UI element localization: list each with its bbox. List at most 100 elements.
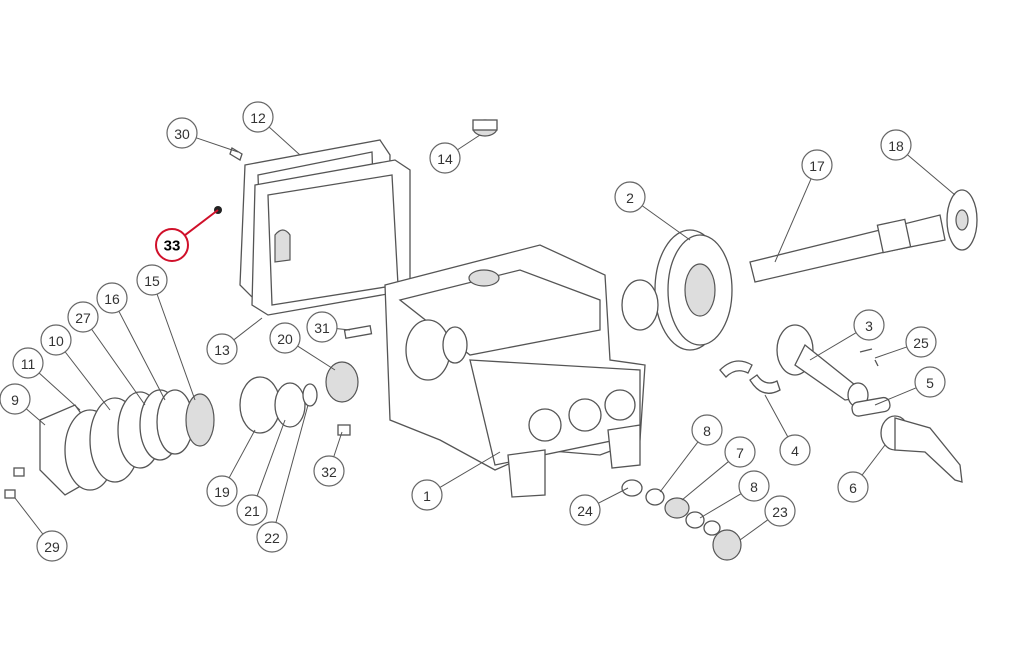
leader-line bbox=[874, 387, 917, 406]
callout-label: 24 bbox=[577, 503, 593, 519]
parts-drawing bbox=[4, 119, 978, 561]
callout-circle bbox=[206, 475, 238, 507]
callout-15: 15 bbox=[136, 264, 168, 296]
part-bearing-left bbox=[4, 147, 879, 499]
callout-circle bbox=[12, 347, 44, 379]
callout-label: 18 bbox=[888, 138, 904, 154]
callout-label: 7 bbox=[736, 445, 744, 461]
leader-line bbox=[641, 205, 691, 241]
callout-8: 8 bbox=[691, 414, 723, 446]
leader-line bbox=[297, 345, 336, 371]
leader-line bbox=[659, 441, 699, 493]
callout-9: 9 bbox=[0, 383, 31, 415]
callout-label: 31 bbox=[314, 320, 330, 336]
callout-31: 31 bbox=[306, 311, 338, 343]
callout-label: 25 bbox=[913, 335, 929, 351]
part-cap bbox=[472, 119, 498, 137]
callout-18: 18 bbox=[880, 129, 912, 161]
part-end-cover bbox=[39, 389, 215, 496]
callout-6: 6 bbox=[837, 471, 869, 503]
callout-circle bbox=[36, 530, 68, 562]
callout-1: 1 bbox=[411, 479, 443, 511]
callout-5: 5 bbox=[914, 366, 946, 398]
leader-line bbox=[156, 293, 196, 401]
callout-label: 4 bbox=[791, 443, 799, 459]
callout-circle bbox=[801, 149, 833, 181]
callout-20: 20 bbox=[269, 322, 301, 354]
callout-circle bbox=[269, 322, 301, 354]
leader-line bbox=[861, 444, 886, 476]
leader-line bbox=[439, 451, 501, 488]
callout-circle bbox=[411, 479, 443, 511]
part-shaft bbox=[749, 214, 946, 283]
callouts: 3012143317182151627101193113203255487823… bbox=[0, 101, 946, 562]
leader-line bbox=[91, 328, 146, 406]
leader-line bbox=[457, 134, 481, 151]
callout-circle bbox=[306, 311, 338, 343]
callout-label: 2 bbox=[626, 190, 634, 206]
callout-label: 21 bbox=[244, 503, 260, 519]
leader-line bbox=[598, 487, 629, 504]
callout-label: 10 bbox=[48, 333, 64, 349]
callout-label: 8 bbox=[750, 479, 758, 495]
callout-label: 1 bbox=[423, 488, 431, 504]
callout-label: 29 bbox=[44, 539, 60, 555]
callout-label: 12 bbox=[250, 110, 266, 126]
callout-label: 27 bbox=[75, 310, 91, 326]
part-pulley bbox=[621, 229, 733, 351]
callout-7: 7 bbox=[724, 436, 756, 468]
callout-circle bbox=[880, 129, 912, 161]
callout-label: 11 bbox=[21, 356, 36, 372]
callout-circle bbox=[242, 101, 274, 133]
callout-12: 12 bbox=[242, 101, 274, 133]
leader-line bbox=[809, 332, 857, 361]
leader-line bbox=[907, 154, 956, 196]
callout-32: 32 bbox=[313, 455, 345, 487]
callout-label: 23 bbox=[772, 504, 788, 520]
leader-line bbox=[764, 394, 789, 438]
part-conrod bbox=[776, 324, 869, 408]
callout-3: 3 bbox=[853, 309, 885, 341]
callout-27: 27 bbox=[67, 301, 99, 333]
callout-label: 17 bbox=[809, 158, 825, 174]
callout-circle bbox=[779, 434, 811, 466]
leader-line bbox=[699, 493, 742, 519]
leader-line bbox=[183, 209, 219, 237]
callout-label: 6 bbox=[849, 480, 857, 496]
callout-23: 23 bbox=[764, 495, 796, 527]
callout-circle bbox=[96, 282, 128, 314]
leader-line bbox=[874, 346, 907, 359]
leader-line bbox=[333, 431, 343, 457]
leader-line bbox=[233, 317, 263, 341]
callout-4: 4 bbox=[779, 434, 811, 466]
leader-line bbox=[268, 126, 301, 156]
callout-circle bbox=[914, 366, 946, 398]
callout-label: 33 bbox=[164, 238, 181, 255]
callout-30: 30 bbox=[166, 117, 198, 149]
callout-label: 30 bbox=[174, 126, 190, 142]
callout-circle bbox=[206, 333, 238, 365]
callout-24: 24 bbox=[569, 494, 601, 526]
callout-circle bbox=[136, 264, 168, 296]
callout-circle bbox=[691, 414, 723, 446]
callout-label: 16 bbox=[104, 291, 120, 307]
callout-circle bbox=[905, 326, 937, 358]
callout-circle bbox=[853, 309, 885, 341]
callout-label: 8 bbox=[703, 423, 711, 439]
callout-19: 19 bbox=[206, 475, 238, 507]
part-bearing-shells bbox=[719, 360, 781, 394]
part-plunger bbox=[880, 415, 963, 483]
leader-line bbox=[275, 404, 309, 523]
callout-16: 16 bbox=[96, 282, 128, 314]
callout-circle bbox=[764, 495, 796, 527]
callout-14: 14 bbox=[429, 142, 461, 174]
callout-circle bbox=[738, 470, 770, 502]
callout-circle bbox=[166, 117, 198, 149]
leader-line bbox=[681, 461, 729, 501]
callout-33: 33 bbox=[155, 228, 189, 262]
leader-line bbox=[38, 372, 81, 411]
leader-line bbox=[196, 137, 239, 153]
callout-label: 3 bbox=[865, 318, 873, 334]
callout-label: 32 bbox=[321, 464, 337, 480]
